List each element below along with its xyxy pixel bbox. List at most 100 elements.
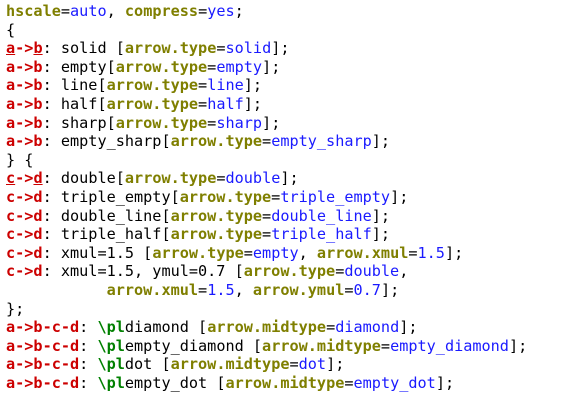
keyword-token: \pl <box>97 355 125 374</box>
value-token: empty_dot <box>353 373 436 392</box>
attribute-token: arrow.type <box>152 243 244 262</box>
attribute-token: arrow.type <box>124 169 217 188</box>
code-line: a->b-c-d: \pldot [arrow.midtype=dot]; <box>6 355 527 374</box>
plain-token: = <box>243 243 253 262</box>
attribute-token: arrow.type <box>106 94 199 113</box>
plain-token: = <box>262 206 272 225</box>
entity-token: c->d <box>6 206 43 225</box>
entity-token: -> <box>15 39 34 58</box>
plain-token: ]; <box>271 39 290 58</box>
plain-token: ]; <box>399 318 418 337</box>
entity-token: c->d <box>6 225 43 244</box>
code-line: a->b-c-d: \plempty_dot [arrow.midtype=em… <box>6 374 527 393</box>
plain-token: = <box>198 76 208 95</box>
code-editor[interactable]: hscale=auto, compress=yes;{a->b: solid [… <box>6 2 527 392</box>
code-line: { <box>6 21 527 40</box>
value-token: line <box>207 76 244 95</box>
plain-token: ]; <box>280 169 299 188</box>
code-line: }; <box>6 300 527 319</box>
value-token: 1.5 <box>417 243 445 262</box>
plain-token: ]; <box>243 94 263 113</box>
code-line: arrow.xmul=1.5, arrow.ymul=0.7]; <box>6 281 527 300</box>
attribute-token: arrow.type <box>170 225 263 244</box>
plain-token: = <box>198 94 208 113</box>
code-line: a->b-c-d: \pldiamond [arrow.midtype=diam… <box>6 318 527 337</box>
plain-token: = <box>271 187 281 206</box>
plain-token: = <box>198 2 208 20</box>
value-token: triple_empty <box>280 187 391 206</box>
plain-token: ]; <box>371 132 391 151</box>
value-token: sharp <box>216 113 263 132</box>
attribute-token: arrow.midtype <box>170 355 290 374</box>
plain-token: : solid [ <box>42 39 125 58</box>
plain-token: = <box>198 280 208 299</box>
value-token: half <box>207 94 244 113</box>
plain-token: ]; <box>262 57 281 76</box>
plain-token: : half[ <box>42 94 107 113</box>
plain-token: = <box>60 2 71 20</box>
plain-token: : line[ <box>42 76 107 95</box>
entity-token: a->b <box>6 113 43 132</box>
attribute-token: arrow.type <box>179 187 272 206</box>
code-line: c->d: xmul=1.5, ymul=0.7 [arrow.type=dou… <box>6 262 527 281</box>
entity-token: a->b <box>6 132 43 151</box>
entity-token: c->d <box>6 187 43 206</box>
value-token: diamond <box>335 318 400 337</box>
plain-token: : double_line[ <box>42 206 171 225</box>
attribute-token: arrow.type <box>170 206 263 225</box>
plain-token: : sharp[ <box>42 113 116 132</box>
attribute-token: hscale <box>6 2 61 20</box>
entity-token: a->b-c-d <box>6 336 80 355</box>
value-token: solid <box>225 39 272 58</box>
entity-token: b <box>33 39 43 58</box>
attribute-token: arrow.type <box>170 132 263 151</box>
plain-token: = <box>262 132 272 151</box>
plain-token: diamond [ <box>124 318 208 337</box>
plain-token: ]; <box>435 373 455 392</box>
plain-token: = <box>408 243 418 262</box>
code-line: c->d: double_line[arrow.type=double_line… <box>6 207 527 226</box>
keyword-token: \pl <box>97 336 125 355</box>
plain-token: : triple_half[ <box>42 225 171 244</box>
entity-token: a->b <box>6 57 43 76</box>
attribute-token: arrow.xmul <box>316 243 409 262</box>
code-line: c->d: xmul=1.5 [arrow.type=empty, arrow.… <box>6 244 527 263</box>
plain-token: ]; <box>508 336 528 355</box>
plain-token: ]; <box>380 280 400 299</box>
attribute-token: arrow.type <box>124 39 217 58</box>
entity-token: a->b <box>6 76 43 95</box>
value-token: double_line <box>271 206 372 225</box>
plain-token: : xmul=1.5, ymul=0.7 [ <box>42 262 244 281</box>
code-line: a->b: sharp[arrow.type=sharp]; <box>6 114 527 133</box>
keyword-token: \pl <box>97 373 125 392</box>
entity-token: a->b-c-d <box>6 355 80 374</box>
plain-token: = <box>207 57 217 76</box>
entity-token: a <box>6 39 16 58</box>
code-line: a->b-c-d: \plempty_diamond [arrow.midtyp… <box>6 337 527 356</box>
attribute-token: arrow.midtype <box>207 318 327 337</box>
entity-token: -> <box>15 169 34 188</box>
attribute-token: arrow.midtype <box>262 336 381 355</box>
attribute-token: arrow.type <box>115 57 208 76</box>
plain-token: = <box>216 39 226 58</box>
plain-token: ]; <box>243 76 263 95</box>
plain-token <box>6 281 107 299</box>
plain-token: ]; <box>371 225 391 244</box>
plain-token: ; <box>234 2 244 20</box>
code-line: c->d: double[arrow.type=double]; <box>6 169 527 188</box>
plain-token: : <box>79 336 98 355</box>
code-line: c->d: triple_half[arrow.type=triple_half… <box>6 225 527 244</box>
code-line: a->b: empty[arrow.type=empty]; <box>6 58 527 77</box>
code-line: c->d: triple_empty[arrow.type=triple_emp… <box>6 188 527 207</box>
value-token: empty_diamond <box>390 336 509 355</box>
plain-token: ]; <box>444 243 464 262</box>
attribute-token: arrow.type <box>243 262 336 281</box>
attribute-token: arrow.xmul <box>106 280 199 299</box>
plain-token: : triple_empty[ <box>42 187 180 206</box>
plain-token: , <box>106 2 125 20</box>
plain-token: ]; <box>371 206 391 225</box>
plain-token: : empty_sharp[ <box>42 132 171 151</box>
plain-token: empty_dot [ <box>124 373 226 392</box>
plain-token: : <box>79 373 98 392</box>
attribute-token: arrow.type <box>106 76 199 95</box>
